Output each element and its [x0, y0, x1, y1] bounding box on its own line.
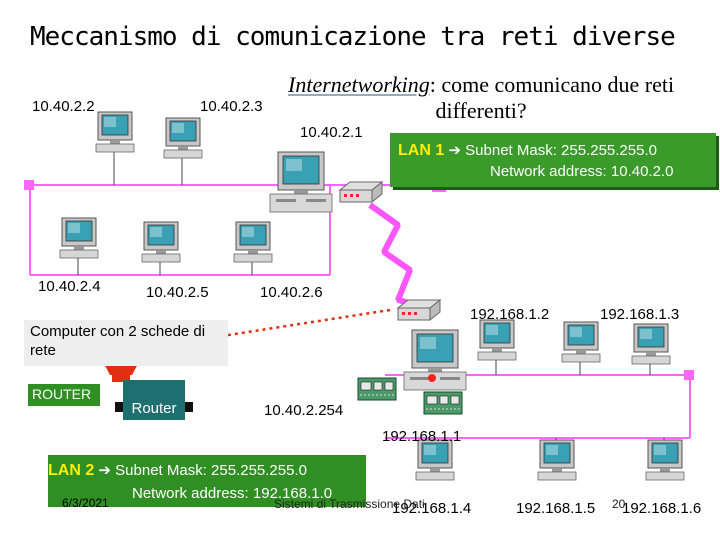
pc-icon: [537, 439, 577, 481]
callout-arrow: [221, 308, 391, 338]
page-number: 20: [612, 497, 626, 511]
callout-text: Computer con 2 schede di rete: [30, 323, 206, 359]
host-ip-label: 192.168.1.4: [392, 500, 472, 517]
pc-icon: [59, 217, 99, 259]
lan2-subnet: Subnet Mask: 255.255.255.0: [115, 462, 307, 479]
host-ip-label: 10.40.2.6: [260, 284, 323, 301]
router-lan1-icon: [339, 181, 383, 203]
host-ip-label: 10.40.2.3: [200, 98, 263, 115]
lan1-network: Network address: 10.40.2.0: [490, 163, 674, 180]
subtitle-keyword: Internetworking: [288, 72, 430, 97]
pc-icon: [163, 117, 203, 159]
lan2-info-box: LAN 2 ➔ Subnet Mask: 255.255.255.0 Netwo…: [48, 455, 366, 507]
pc-icon: [141, 221, 181, 263]
lan1-subnet: Subnet Mask: 255.255.255.0: [465, 142, 657, 159]
host-ip-label: 10.40.2.1: [300, 124, 363, 141]
pc-icon: [95, 111, 135, 153]
lan1-label: LAN 1: [398, 142, 445, 159]
lan1-info-box: LAN 1 ➔ Subnet Mask: 255.255.255.0 Netwo…: [390, 133, 716, 187]
gateway-computer-icon: [403, 329, 467, 391]
pc-icon: [561, 321, 601, 363]
router-tag: ROUTER: [28, 384, 100, 406]
host-ip-label: 10.40.2.2: [32, 98, 95, 115]
slide-date: 6/3/2021: [62, 496, 109, 510]
nic-icon: [357, 377, 397, 401]
subtitle-line1: : come comunicano due reti: [429, 72, 675, 97]
arrow-icon: ➔: [448, 142, 461, 159]
host-ip-label: 192.168.1.5: [516, 500, 596, 517]
router-box: Router: [123, 380, 185, 420]
pc-icon: [233, 221, 273, 263]
subtitle-line2: differenti?: [435, 98, 527, 123]
host-ip-label: 10.40.2.4: [38, 278, 101, 295]
nic-icon: [423, 391, 463, 415]
callout-computer-two-nics: Computer con 2 schede di rete: [24, 320, 228, 366]
host-ip-label: 192.168.1.2: [470, 306, 550, 323]
slide-footer: Sistemi di Trasmissione Dati: [274, 497, 425, 511]
slide-subtitle: Internetworking: come comunicano due ret…: [288, 72, 674, 124]
server-icon: [269, 151, 333, 213]
arrow-icon: ➔: [98, 462, 111, 479]
router-lan2-icon: [397, 299, 441, 321]
lan2-label: LAN 2: [48, 462, 95, 479]
pc-icon: [415, 439, 455, 481]
host-ip-label: 192.168.1.6: [622, 500, 702, 517]
host-ip-label: 10.40.2.5: [146, 284, 209, 301]
page-title: Meccanismo di comunicazione tra reti div…: [30, 22, 676, 52]
pc-icon: [645, 439, 685, 481]
router-ip-lan1: 10.40.2.254: [264, 402, 344, 419]
wan-link: [368, 202, 419, 308]
pc-icon: [631, 323, 671, 365]
router-ip-lan2: 192.168.1.1: [382, 428, 462, 445]
host-ip-label: 192.168.1.3: [600, 306, 680, 323]
lan2-network: Network address: 192.168.1.0: [132, 485, 333, 502]
pc-icon: [477, 319, 517, 361]
